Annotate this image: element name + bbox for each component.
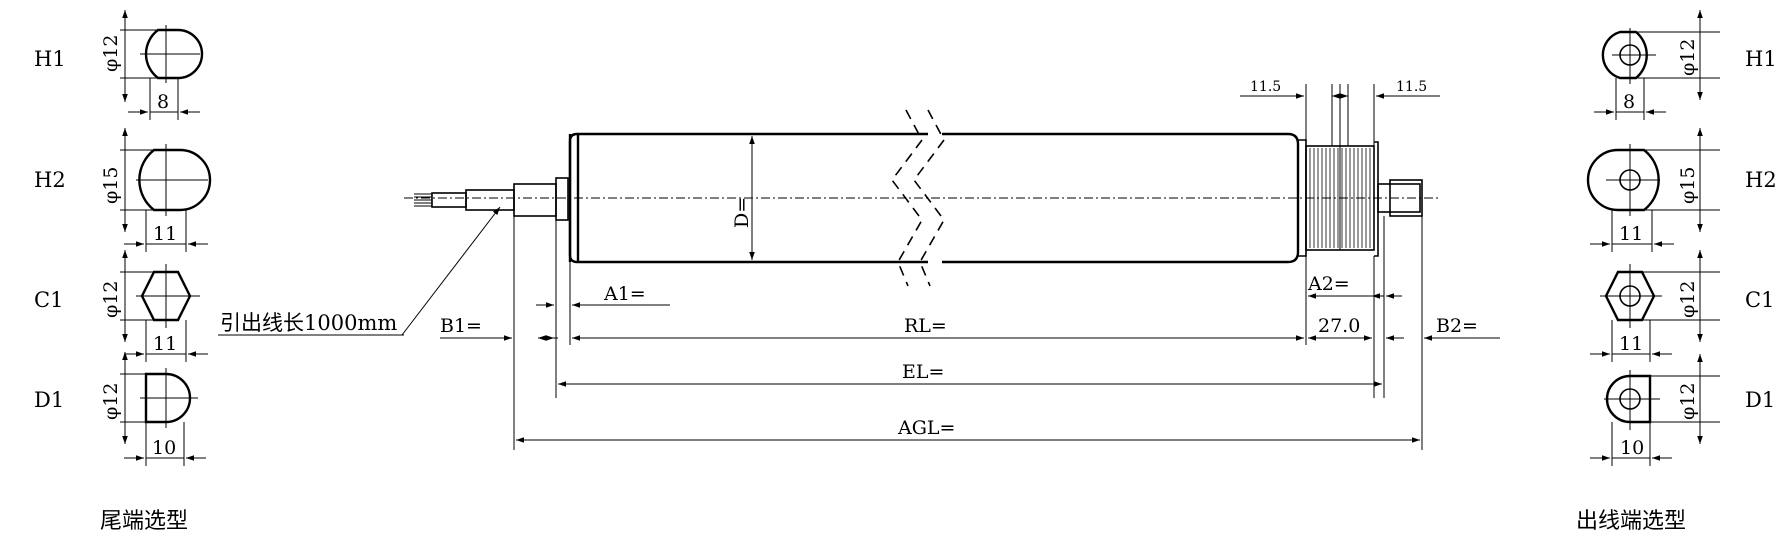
left-c1-width: 11 bbox=[153, 333, 177, 355]
break-line-2 bbox=[913, 109, 945, 287]
cable-note: 引出线长1000mm bbox=[218, 206, 501, 336]
right-d1-diameter: φ12 bbox=[1677, 383, 1699, 420]
right-profiles-caption: 出线端选型 bbox=[1576, 509, 1686, 534]
left-h2-code: H2 bbox=[34, 168, 66, 192]
right-h1-diameter: φ12 bbox=[1677, 39, 1699, 76]
left-profiles: H1 φ12 8 H2 φ15 bbox=[34, 10, 212, 534]
right-d1-width: 10 bbox=[1620, 437, 1644, 459]
right-profile-h1: φ12 H1 8 bbox=[1594, 10, 1777, 120]
left-profile-c1: C1 φ12 11 bbox=[34, 250, 208, 362]
left-h2-diameter: φ15 bbox=[100, 167, 122, 204]
left-h1-code: H1 bbox=[34, 47, 66, 71]
sprocket-span-label: 27.0 bbox=[1318, 315, 1360, 337]
right-d1-code: D1 bbox=[1745, 388, 1775, 412]
left-h1-width: 8 bbox=[157, 91, 169, 113]
a1-label: A1= bbox=[603, 283, 646, 305]
right-h1-width: 8 bbox=[1623, 91, 1635, 113]
b2-label: B2= bbox=[1436, 315, 1478, 337]
right-h1-code: H1 bbox=[1745, 47, 1777, 71]
left-h2-width: 11 bbox=[153, 223, 177, 245]
left-profile-d1: D1 φ12 10 bbox=[34, 352, 206, 466]
left-profiles-caption: 尾端选型 bbox=[100, 509, 188, 534]
right-h2-diameter: φ15 bbox=[1677, 167, 1699, 204]
left-h1-diameter: φ12 bbox=[100, 35, 122, 72]
cable bbox=[414, 189, 515, 211]
tube-right-part bbox=[942, 132, 1300, 264]
sprocket bbox=[1305, 141, 1379, 257]
right-profile-c1: φ12 C1 11 bbox=[1590, 250, 1774, 362]
left-d1-diameter: φ12 bbox=[100, 383, 122, 420]
break-line-1 bbox=[891, 109, 923, 287]
length-dimensions: A1= A2= B1= RL= 27.0 B2= EL= AGL= bbox=[440, 216, 1500, 450]
right-profile-d1: φ12 D1 10 bbox=[1590, 354, 1775, 466]
sprocket-dimensions: 11.5 11.5 bbox=[1240, 79, 1440, 146]
right-profile-h2: φ15 H2 11 bbox=[1586, 128, 1777, 252]
cable-length-note: 引出线长1000mm bbox=[220, 311, 397, 335]
left-profile-h1: H1 φ12 8 bbox=[34, 10, 204, 120]
left-shaft bbox=[513, 183, 557, 217]
a2-label: A2= bbox=[1307, 273, 1350, 295]
roller: D= bbox=[404, 109, 1440, 287]
left-d1-code: D1 bbox=[34, 388, 64, 412]
left-profile-h2: H2 φ15 11 bbox=[34, 128, 212, 252]
sprocket-right-width: 11.5 bbox=[1396, 79, 1427, 95]
left-c1-code: C1 bbox=[34, 288, 63, 312]
left-d1-width: 10 bbox=[152, 437, 176, 459]
right-profiles: φ12 H1 8 φ15 H2 11 bbox=[1576, 10, 1777, 534]
el-label: EL= bbox=[902, 361, 944, 383]
right-c1-diameter: φ12 bbox=[1677, 281, 1699, 318]
diameter-label: D= bbox=[731, 197, 753, 228]
rl-label: RL= bbox=[904, 315, 947, 337]
left-end-cap bbox=[555, 177, 569, 221]
sprocket-left-width: 11.5 bbox=[1250, 79, 1281, 95]
right-h2-width: 11 bbox=[1619, 223, 1643, 245]
right-h2-code: H2 bbox=[1745, 168, 1777, 192]
agl-label: AGL= bbox=[897, 417, 955, 439]
right-c1-code: C1 bbox=[1745, 288, 1774, 312]
b1-label: B1= bbox=[440, 315, 482, 337]
left-c1-diameter: φ12 bbox=[100, 281, 122, 318]
right-c1-width: 11 bbox=[1619, 333, 1643, 355]
